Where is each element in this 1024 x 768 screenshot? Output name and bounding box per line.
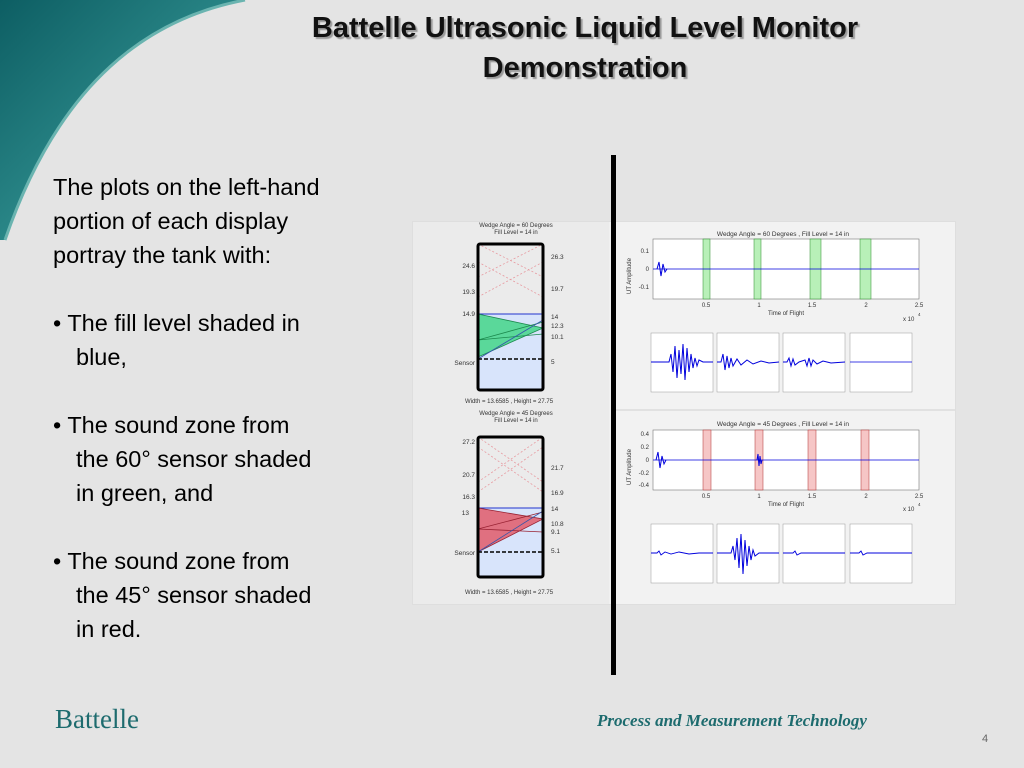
signal-60-ytick: 0.1	[641, 249, 650, 255]
signal-45-xlabel: Time of Flight	[768, 502, 804, 508]
signal-45-xexp: x 10	[903, 507, 915, 513]
tank-60-right-label: 14	[551, 314, 559, 321]
tank-45-right-label: 21.7	[551, 465, 564, 472]
waveform-thumbnails-45	[650, 523, 913, 584]
bullet-60-zone-cont: in green, and	[76, 480, 214, 506]
tank-45-right-label: 14	[551, 506, 559, 513]
demo-screenshot-panel: Wedge Angle = 60 Degrees Fill Level = 14…	[412, 221, 956, 605]
signal-45-xtick: 1.5	[808, 494, 817, 500]
signal-45-ytick: 0.4	[641, 432, 650, 438]
tank-60-title: Wedge Angle = 60 Degrees	[479, 223, 552, 229]
title-line-1: Battelle Ultrasonic Liquid Level Monitor	[311, 12, 859, 44]
tank-60-caption: Width = 13.6585 , Height = 27.75	[465, 399, 554, 405]
tank-60-fill-level: Fill Level = 14 in	[494, 230, 538, 236]
signal-60-ytick: -0.1	[639, 285, 650, 291]
signal-45-ytick: 0.2	[641, 445, 650, 451]
signal-60-xexp: x 10	[903, 317, 915, 323]
corner-swoosh-decoration	[0, 0, 246, 241]
tank-45-title: Wedge Angle = 45 Degrees	[479, 411, 552, 417]
signal-60-title: Wedge Angle = 60 Degrees , Fill Level = …	[717, 231, 850, 238]
signal-plot-60: Wedge Angle = 60 Degrees , Fill Level = …	[627, 231, 924, 323]
tank-45-fill-level: Fill Level = 14 in	[494, 418, 538, 424]
intro-line: portion of each display	[53, 208, 289, 234]
intro-line: portray the tank with:	[53, 242, 272, 268]
signal-60-xexp-sup: 4	[918, 312, 921, 317]
tank-60: Wedge Angle = 60 Degrees Fill Level = 14…	[454, 223, 564, 405]
signal-45-xtick: 0.5	[702, 494, 711, 500]
tank-60-sensor-label: Sensor	[454, 360, 475, 367]
waveform-thumbnails-60	[650, 332, 913, 393]
signal-60-ylabel: UT Amplitude	[627, 257, 633, 294]
signal-45-ytick: 0	[646, 458, 650, 464]
signal-60-xtick: 2.5	[915, 303, 924, 309]
bullet-45-zone-cont: in red.	[76, 616, 142, 642]
signal-45-xtick: 2.5	[915, 494, 924, 500]
tank-45-left-label: 27.2	[462, 439, 475, 446]
signal-45-ytick: -0.2	[639, 471, 650, 477]
signal-45-xexp-sup: 4	[918, 502, 921, 507]
slide-title: Battelle Ultrasonic Liquid Level Monitor…	[240, 8, 930, 88]
tank-45-left-label: 13	[462, 510, 470, 517]
signal-45-xtick: 2	[864, 494, 868, 500]
tank-60-right-label: 12.3	[551, 323, 564, 330]
tank-45-right-label: 16.9	[551, 490, 564, 497]
vertical-divider	[611, 155, 616, 675]
signal-60-ytick: 0	[646, 267, 650, 273]
intro-line: The plots on the left-hand	[53, 174, 320, 200]
tank-60-right-label: 19.7	[551, 286, 564, 293]
signal-45-ytick: -0.4	[639, 483, 650, 489]
tank-45: Wedge Angle = 45 Degrees Fill Level = 14…	[454, 411, 564, 596]
title-line-2: Demonstration	[482, 52, 688, 84]
signal-60-xtick: 1	[757, 303, 761, 309]
bullet-60-zone-cont: the 60° sensor shaded	[76, 446, 312, 472]
signal-60-xtick: 2	[864, 303, 868, 309]
signal-60-xtick: 0.5	[702, 303, 711, 309]
bullet-60-zone: • The sound zone from	[53, 412, 290, 438]
demo-screenshot: Wedge Angle = 60 Degrees Fill Level = 14…	[413, 222, 955, 604]
tank-60-right-label: 10.1	[551, 334, 564, 341]
signal-45-ylabel: UT Amplitude	[627, 448, 633, 485]
signal-45-title: Wedge Angle = 45 Degrees , Fill Level = …	[717, 421, 850, 428]
tank-45-right-label: 9.1	[551, 529, 560, 536]
signal-60-xlabel: Time of Flight	[768, 311, 804, 317]
tank-60-left-label: 19.3	[462, 289, 475, 296]
tank-45-left-label: 16.3	[462, 494, 475, 501]
footer-tagline: Process and Measurement Technology	[597, 711, 867, 730]
tank-60-right-label: 5	[551, 359, 555, 366]
tank-60-left-label: 24.6	[462, 263, 475, 270]
tank-45-right-label: 10.8	[551, 521, 564, 528]
tank-45-caption: Width = 13.6585 , Height = 27.75	[465, 590, 554, 596]
tank-60-left-label: 14.9	[462, 311, 475, 318]
tank-60-right-label: 26.3	[551, 254, 564, 261]
bullet-fill-level-cont: blue,	[76, 344, 127, 370]
tank-45-right-label: 5.1	[551, 548, 560, 555]
signal-60-xtick: 1.5	[808, 303, 817, 309]
tank-45-left-label: 20.7	[462, 472, 475, 479]
bullet-fill-level: • The fill level shaded in	[53, 310, 300, 336]
body-text: The plots on the left-hand portion of ea…	[53, 170, 393, 646]
page-number: 4	[982, 733, 989, 745]
tank-45-sensor-label: Sensor	[454, 550, 475, 557]
footer-brand: Battelle	[55, 704, 139, 734]
bullet-45-zone: • The sound zone from	[53, 548, 290, 574]
signal-plot-45: Wedge Angle = 45 Degrees , Fill Level = …	[627, 421, 924, 513]
bullet-45-zone-cont: the 45° sensor shaded	[76, 582, 312, 608]
signal-45-xtick: 1	[757, 494, 761, 500]
